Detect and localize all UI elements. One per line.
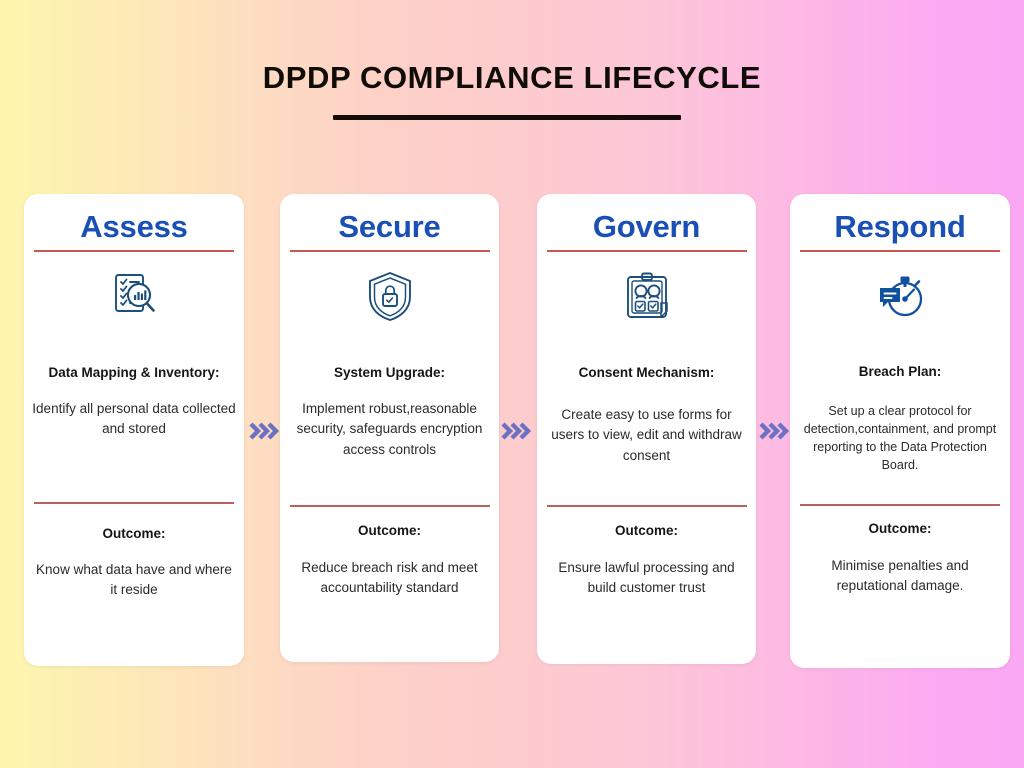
- stage-step-description: Create easy to use forms for users to vi…: [551, 407, 742, 463]
- heading-underline: [289, 250, 490, 253]
- outcome-label: Outcome:: [102, 526, 166, 541]
- outcome-divider: [34, 502, 234, 504]
- outcome-text: Know what data have and where it reside: [36, 562, 232, 598]
- document-checklist-magnifier-chart-icon: [106, 268, 162, 324]
- lifecycle-stage-row: Assess: [0, 194, 1024, 668]
- title-underline: [333, 115, 681, 120]
- stage-heading: Assess: [80, 209, 188, 244]
- stage-heading: Secure: [338, 209, 441, 244]
- stage-step-description: Set up a clear protocol for detection,co…: [803, 404, 997, 473]
- heading-underline: [34, 250, 234, 253]
- triple-chevron-right-icon: [247, 418, 281, 444]
- outcome-text: Minimise penalties and reputational dama…: [831, 558, 969, 594]
- triple-chevron-right-icon: [757, 418, 791, 444]
- outcome-label: Outcome:: [868, 521, 932, 536]
- page-title-block: DPDP COMPLIANCE LIFECYCLE: [0, 60, 1024, 120]
- stage-heading: Govern: [592, 209, 701, 244]
- stage-step-title: Breach Plan:: [858, 364, 942, 379]
- outcome-text: Ensure lawful processing and build custo…: [558, 560, 735, 596]
- outcome-label: Outcome:: [614, 523, 678, 538]
- stage-card-assess[interactable]: Assess: [24, 194, 244, 666]
- page-title: DPDP COMPLIANCE LIFECYCLE: [262, 60, 762, 95]
- stage-step-description: Implement robust,reasonable security, sa…: [296, 401, 483, 457]
- outcome-label: Outcome:: [357, 523, 421, 538]
- stage-step-title: Data Mapping & Inventory:: [48, 365, 220, 380]
- stage-card-respond[interactable]: Respond Breach Plan: Set up a clear prot…: [790, 194, 1010, 668]
- shield-lock-check-icon: [363, 268, 417, 324]
- stage-card-secure[interactable]: Secure System Upgrade: Implement robust,…: [280, 194, 499, 662]
- stage-heading: Respond: [834, 209, 966, 244]
- heading-underline: [800, 250, 1000, 253]
- outcome-divider: [800, 504, 1000, 506]
- clipboard-users-consent-checkboxes-icon: [620, 268, 674, 324]
- outcome-divider: [547, 505, 747, 507]
- outcome-text: Reduce breach risk and meet accountabili…: [301, 560, 478, 596]
- heading-underline: [546, 250, 747, 253]
- stage-card-govern[interactable]: Govern Consent Mechanism: Create easy to…: [537, 194, 756, 664]
- stage-step-description: Identify all personal data collected and…: [32, 401, 236, 437]
- stage-step-title: Consent Mechanism:: [578, 365, 715, 380]
- triple-chevron-right-icon: [499, 418, 533, 444]
- stage-step-title: System Upgrade:: [333, 365, 446, 380]
- outcome-divider: [290, 505, 490, 507]
- stopwatch-speech-bubble-icon: [871, 268, 929, 324]
